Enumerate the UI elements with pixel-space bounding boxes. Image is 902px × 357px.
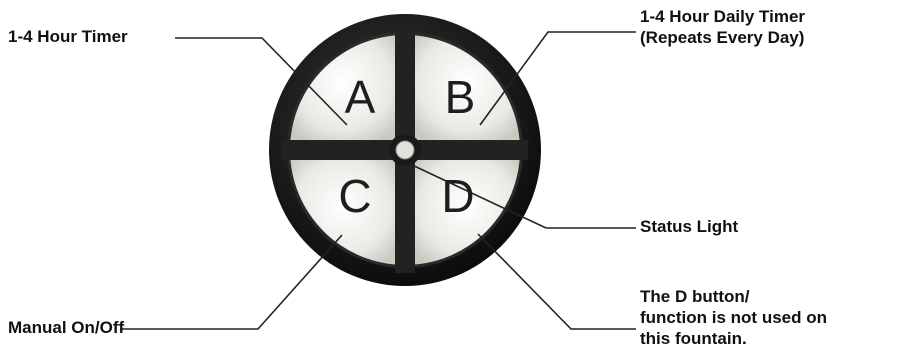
button-a-letter: A [345, 71, 376, 123]
label-button-d: The D button/ function is not used on th… [640, 286, 827, 349]
label-button-c: Manual On/Off [8, 317, 124, 338]
label-button-b-line-1: 1-4 Hour Daily Timer [640, 6, 805, 27]
label-button-d-line-3: this fountain. [640, 328, 827, 349]
label-button-d-line-2: function is not used on [640, 307, 827, 328]
label-button-a: 1-4 Hour Timer [8, 26, 128, 47]
button-c-letter: C [338, 170, 371, 222]
button-b-letter: B [445, 71, 476, 123]
button-d-letter: D [441, 170, 474, 222]
leader-line-d [478, 234, 636, 329]
label-button-b: 1-4 Hour Daily Timer (Repeats Every Day) [640, 6, 805, 48]
status-light [396, 141, 414, 159]
leader-line-c [120, 235, 342, 329]
label-button-b-line-2: (Repeats Every Day) [640, 27, 805, 48]
label-button-d-line-1: The D button/ [640, 286, 827, 307]
label-status-light: Status Light [640, 216, 738, 237]
